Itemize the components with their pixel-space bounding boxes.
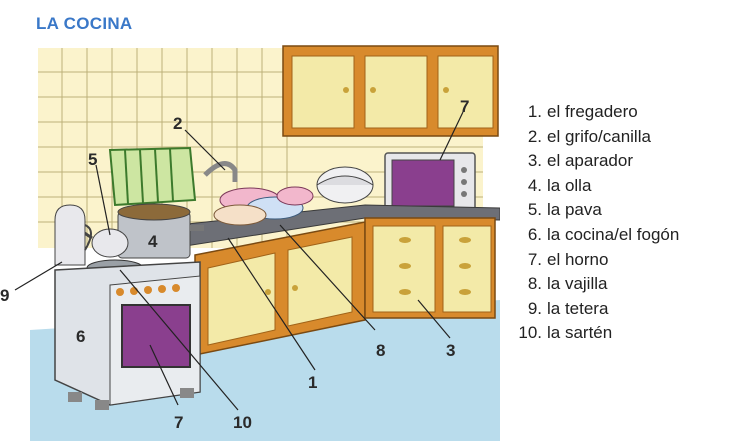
dishes-pile	[213, 186, 314, 226]
callout-8: 8	[376, 341, 385, 360]
wall-oven	[384, 152, 476, 214]
side-cupboard	[364, 217, 496, 319]
legend-item: 5.la pava	[505, 198, 679, 223]
callout-2: 2	[173, 114, 182, 133]
legend-label: la olla	[547, 175, 592, 195]
legend-number: 7.	[527, 249, 542, 269]
legend-label: la sartén	[547, 323, 613, 343]
stove	[54, 261, 201, 410]
sink-cabinet	[194, 221, 366, 356]
callout-1: 1	[308, 373, 317, 392]
legend-number: 6.	[527, 224, 542, 244]
callout-6: 6	[76, 327, 85, 346]
callout-7-stove-oven: 7	[174, 413, 183, 432]
page-title: LA COCINA	[36, 14, 133, 33]
legend-label: la cocina/el fogón	[547, 224, 680, 244]
legend-label: la tetera	[547, 298, 609, 318]
legend-item: 3.el aparador	[505, 149, 679, 174]
legend-label: la pava	[547, 200, 602, 220]
upper-cabinets	[282, 45, 499, 137]
legend-number: 8.	[527, 274, 542, 294]
legend-label: el fregadero	[547, 102, 638, 121]
legend-label: el grifo/canilla	[547, 126, 651, 146]
callout-9: 9	[0, 286, 9, 305]
kitchen-illustration: 1 2 3 4 5 6 7 7 8 9 10	[0, 45, 500, 441]
legend-item: 8.la vajilla	[505, 272, 679, 297]
callout-4: 4	[148, 232, 158, 251]
legend-item: 10.la sartén	[505, 321, 679, 346]
callout-7-wall-oven: 7	[460, 97, 469, 116]
legend-number: 5.	[527, 200, 542, 220]
legend-item: 4.la olla	[505, 174, 679, 199]
legend-number: 10.	[518, 323, 542, 343]
legend-item: 6.la cocina/el fogón	[505, 223, 680, 248]
stockpot	[117, 203, 204, 259]
legend-item: 1. el fregadero	[505, 100, 679, 125]
legend-item: 7.el horno	[505, 248, 679, 273]
covered-pot	[316, 166, 374, 204]
callout-5: 5	[88, 150, 97, 169]
faucet	[203, 161, 238, 182]
legend-label: el aparador	[547, 151, 634, 171]
legend-label: la vajilla	[547, 274, 608, 294]
legend-number: 9.	[527, 298, 542, 318]
dish-rack	[108, 146, 197, 207]
legend-item: 2.el grifo/canilla	[505, 125, 679, 150]
legend-list: 1. el fregadero 2.el grifo/canilla 3.el a…	[505, 100, 679, 346]
legend-number: 1.	[527, 102, 542, 121]
callout-3: 3	[446, 341, 455, 360]
legend-number: 4.	[527, 175, 542, 195]
legend-number: 3.	[527, 151, 542, 171]
legend-item: 9.la tetera	[505, 297, 679, 322]
callout-leaders	[14, 111, 464, 411]
teapot	[54, 204, 92, 266]
legend-label: el horno	[547, 249, 609, 269]
callout-10: 10	[233, 413, 252, 432]
legend-number: 2.	[527, 126, 542, 146]
